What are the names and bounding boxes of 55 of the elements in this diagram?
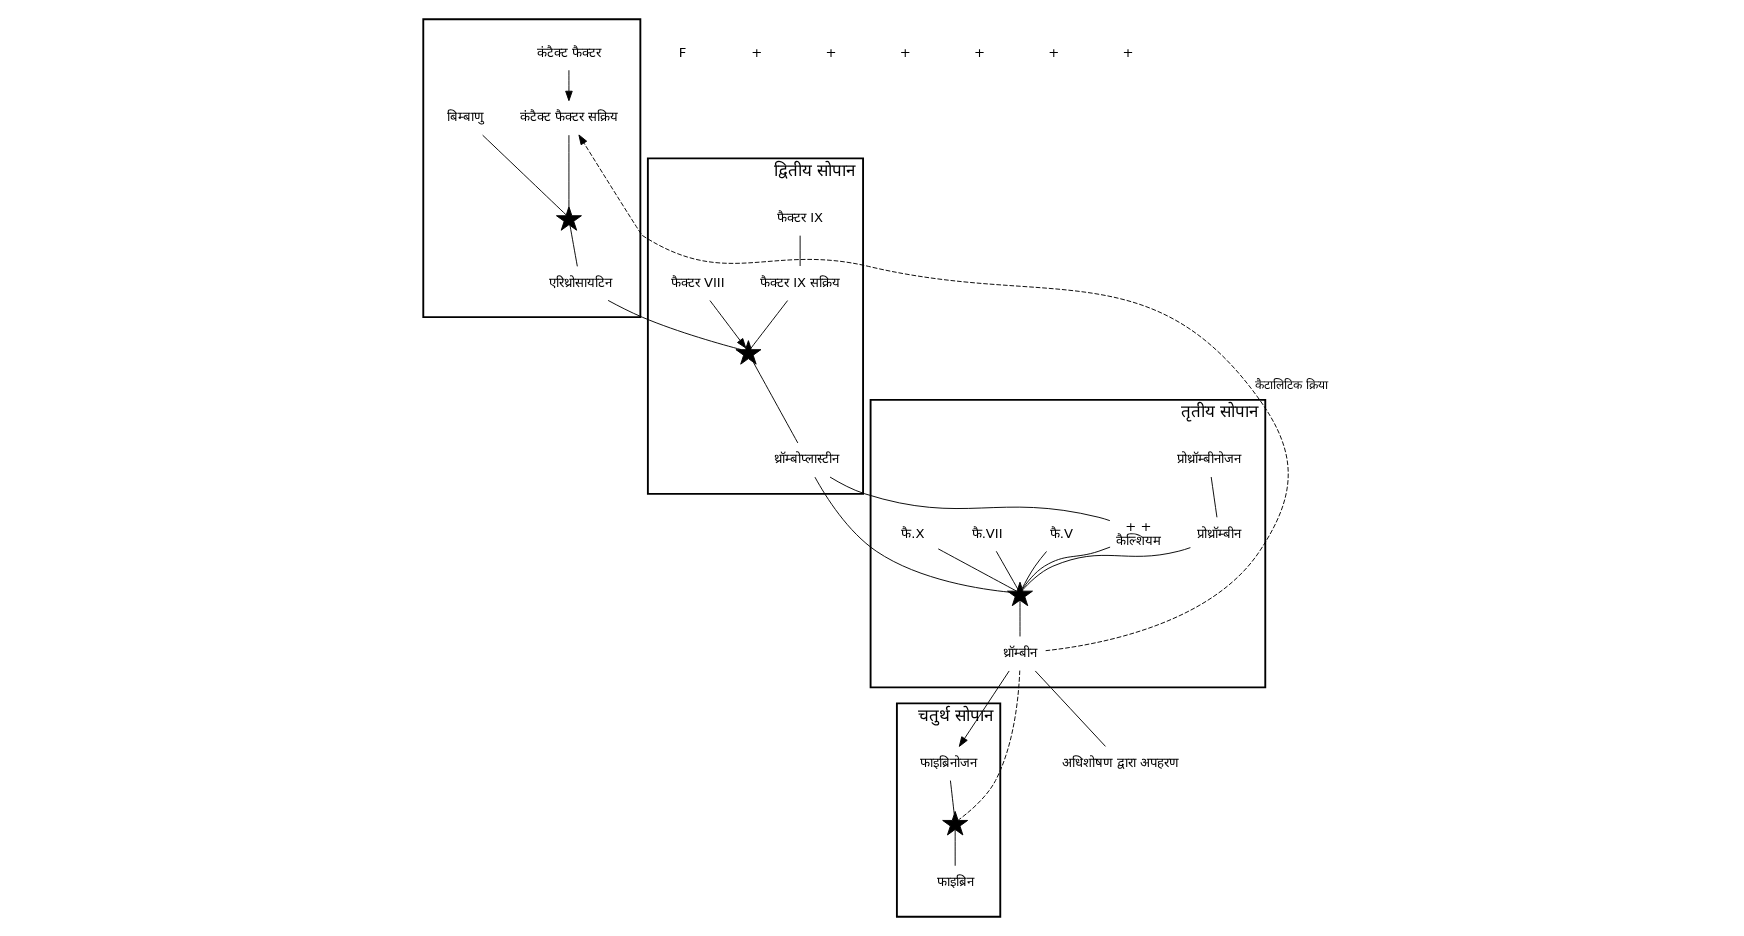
node-label: + + bbox=[1125, 518, 1152, 534]
node-text: फाइब्रिनोजन bbox=[920, 755, 978, 771]
node-text: फै.VII bbox=[971, 525, 1003, 541]
label: + bbox=[899, 44, 911, 60]
label: F bbox=[678, 44, 687, 60]
node-text: कंटैक्ट फैक्टर सक्रिय bbox=[519, 109, 619, 125]
label: + bbox=[825, 44, 837, 60]
node-text: एरिथ्रोसायटिन bbox=[548, 274, 612, 290]
node-text: थ्रॉम्बीन bbox=[1003, 645, 1038, 661]
node-text: फै.V bbox=[1049, 525, 1073, 541]
connector bbox=[750, 300, 789, 349]
connector bbox=[1034, 670, 1106, 747]
connector bbox=[1021, 546, 1111, 590]
arrow bbox=[709, 300, 747, 349]
connector bbox=[814, 476, 1010, 593]
node-text: कैल्शियम bbox=[1115, 532, 1161, 548]
label: + bbox=[1122, 44, 1134, 60]
node-text: बिम्बाणु bbox=[447, 109, 485, 125]
connector bbox=[937, 548, 1018, 592]
connector bbox=[799, 235, 801, 267]
connector bbox=[568, 134, 570, 208]
connector bbox=[1021, 551, 1047, 589]
label: + bbox=[1048, 44, 1060, 60]
connector bbox=[607, 299, 742, 351]
node-star bbox=[1007, 581, 1033, 607]
label: + bbox=[974, 44, 986, 60]
node-star bbox=[556, 206, 582, 231]
node-text: फैक्टर VIII bbox=[670, 274, 725, 290]
connector bbox=[829, 476, 1111, 522]
arrow bbox=[958, 670, 1010, 747]
node-text: प्रोथ्रॉम्बीन bbox=[1197, 525, 1242, 541]
arrow bbox=[565, 69, 573, 102]
connector bbox=[957, 670, 1021, 821]
node-text: फै.X bbox=[901, 525, 925, 541]
node-text: फैक्टर IX bbox=[777, 209, 824, 225]
node-star bbox=[942, 811, 969, 836]
node-text: फाइब्रिन bbox=[936, 874, 974, 890]
node-text: अधिशोषण द्वारा अपहरण bbox=[1061, 755, 1180, 771]
node-text: प्रोथ्रॉम्बीनोजन bbox=[1176, 451, 1241, 467]
connector bbox=[752, 361, 799, 444]
connector bbox=[995, 550, 1019, 590]
cluster bbox=[422, 18, 642, 319]
connector bbox=[1210, 476, 1218, 518]
node-text: थ्रॉम्बोप्लास्टीन bbox=[774, 451, 840, 467]
connector bbox=[949, 780, 955, 815]
connector bbox=[482, 134, 567, 216]
node-text: फैक्टर IX सक्रिय bbox=[759, 274, 841, 290]
connector bbox=[1019, 599, 1021, 637]
connector bbox=[569, 225, 578, 267]
edge-label: कैटालिटिक क्रिया bbox=[1254, 377, 1328, 392]
node-text: कंटैक्ट फैक्टर bbox=[536, 44, 602, 60]
connector bbox=[954, 829, 956, 867]
arrow bbox=[578, 134, 1289, 652]
connector bbox=[1022, 547, 1191, 591]
label: + bbox=[751, 44, 763, 60]
